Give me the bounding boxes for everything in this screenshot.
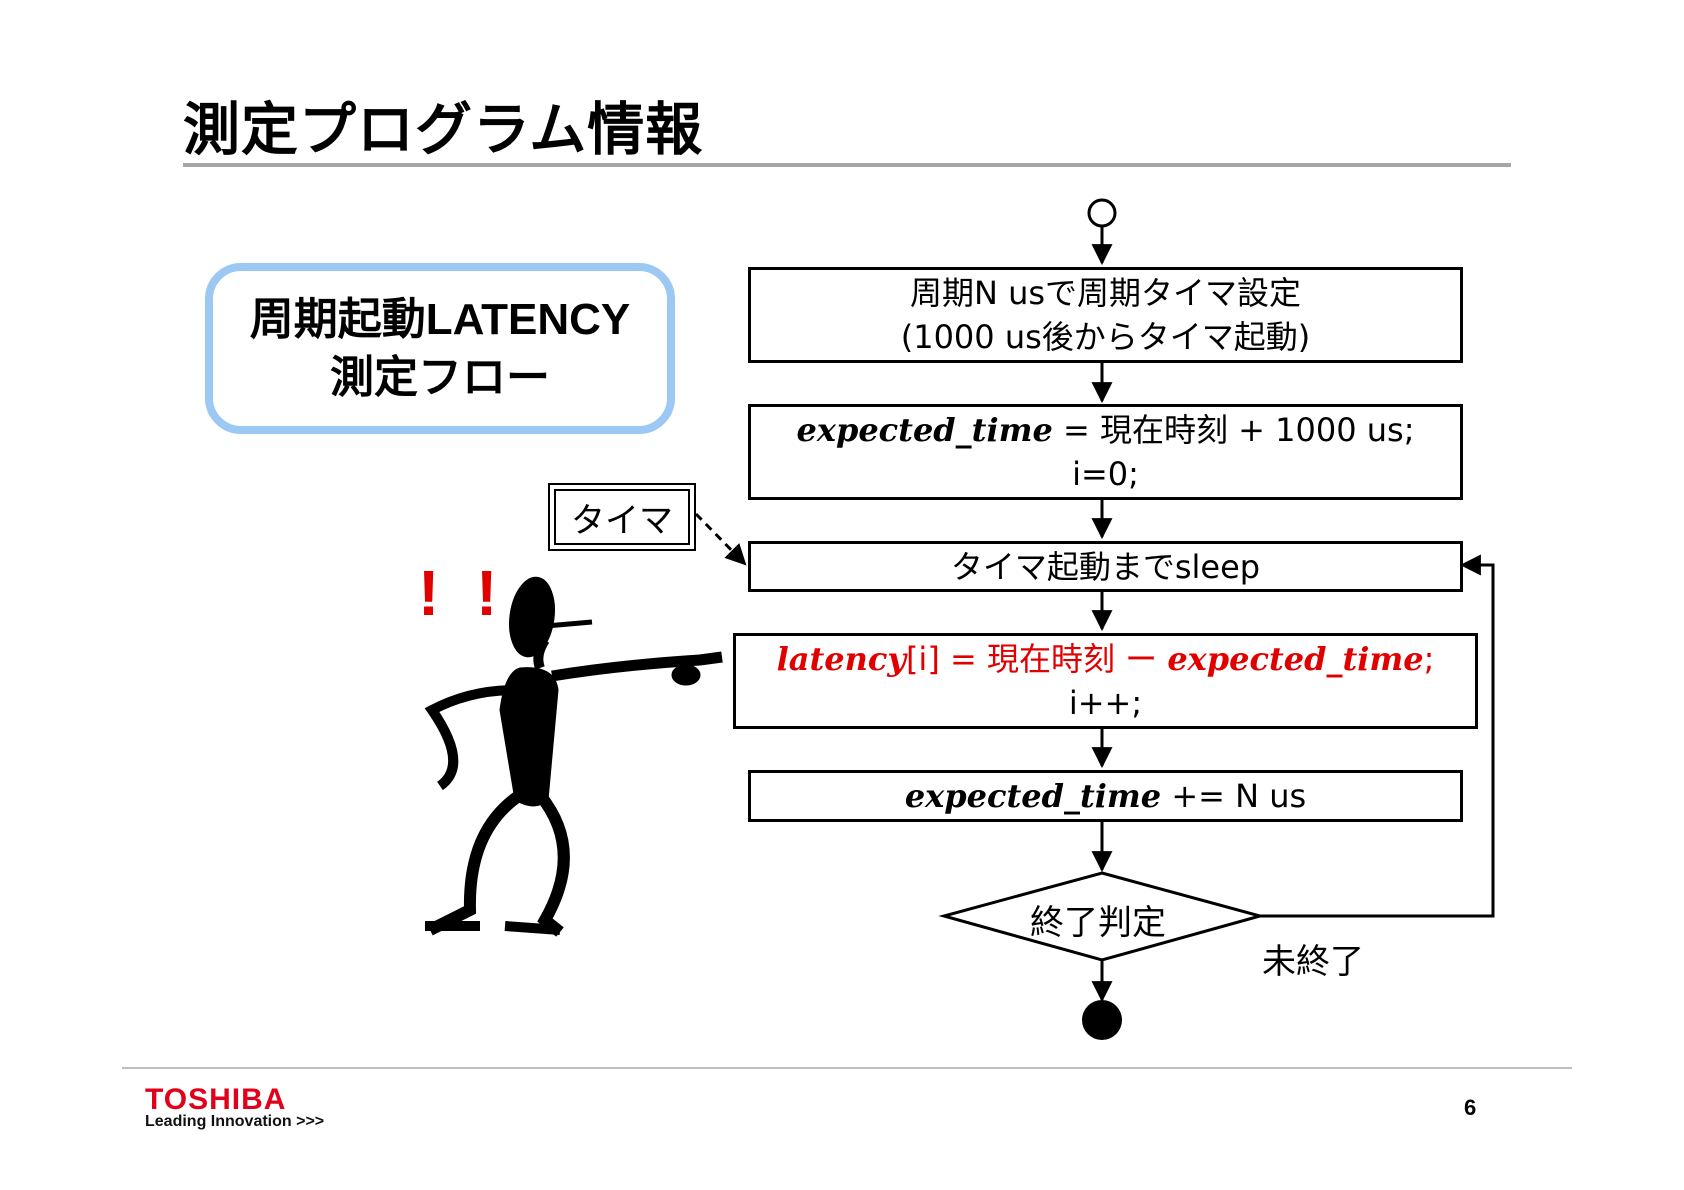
callout-line-2: 測定フロー — [330, 352, 550, 402]
step-text: (1000 us後からタイマ起動) — [900, 318, 1311, 356]
step-text: ; — [1423, 640, 1435, 678]
step-text: i=0; — [1072, 455, 1139, 493]
callout-box: 周期起動LATENCY 測定フロー — [205, 263, 675, 434]
step-text: += N us — [1171, 777, 1307, 815]
variable-latency: latency — [776, 640, 906, 678]
exclamation-mark: ! — [418, 557, 440, 629]
footer-divider — [122, 1067, 1572, 1069]
step-text: = 現在時刻 + 1000 us; — [1063, 411, 1415, 449]
loop-back-arrow — [1260, 554, 1495, 918]
page-number: 6 — [1464, 1095, 1477, 1120]
variable-expected-time: expected_time — [1167, 640, 1424, 678]
end-node — [1082, 1000, 1122, 1040]
variable-expected-time: expected_time — [904, 777, 1162, 815]
flow-step-latency: latency[i] = 現在時刻 ー expected_time; i++; — [733, 633, 1478, 729]
callout-line-1: 周期起動LATENCY — [249, 294, 631, 344]
variable-expected-time: expected_time — [796, 411, 1053, 449]
title-underline — [183, 163, 1511, 167]
timer-box: タイマ — [548, 483, 696, 551]
timer-dashed-arrow — [694, 512, 747, 566]
step-line: expected_time = 現在時刻 + 1000 us; — [797, 408, 1415, 452]
step-line: expected_time += N us — [905, 774, 1306, 818]
exclamation-mark: ! — [476, 557, 498, 629]
flow-step-init: expected_time = 現在時刻 + 1000 us; i=0; — [748, 404, 1463, 500]
start-node — [1087, 198, 1117, 228]
brand-tagline: Leading Innovation >>> — [145, 1113, 325, 1130]
flow-step-increment: expected_time += N us — [748, 770, 1463, 822]
loop-label: 未終了 — [1262, 942, 1364, 982]
toshiba-logo: TOSHIBA — [145, 1083, 287, 1116]
step-text: i++; — [1068, 684, 1143, 722]
pointing-figure — [424, 576, 723, 937]
step-text: タイマ起動までsleep — [950, 547, 1261, 586]
flow-step-set-timer: 周期N usで周期タイマ設定 (1000 us後からタイマ起動) — [748, 267, 1463, 363]
timer-label: タイマ — [554, 489, 690, 545]
step-line: latency[i] = 現在時刻 ー expected_time; — [777, 637, 1435, 681]
step-text: [i] = 現在時刻 ー — [905, 640, 1168, 678]
page-title: 測定プログラム情報 — [183, 97, 704, 163]
decision-label: 終了判定 — [1030, 903, 1166, 943]
flow-step-sleep: タイマ起動までsleep — [748, 541, 1463, 592]
step-text: 周期N usで周期タイマ設定 — [909, 274, 1302, 312]
